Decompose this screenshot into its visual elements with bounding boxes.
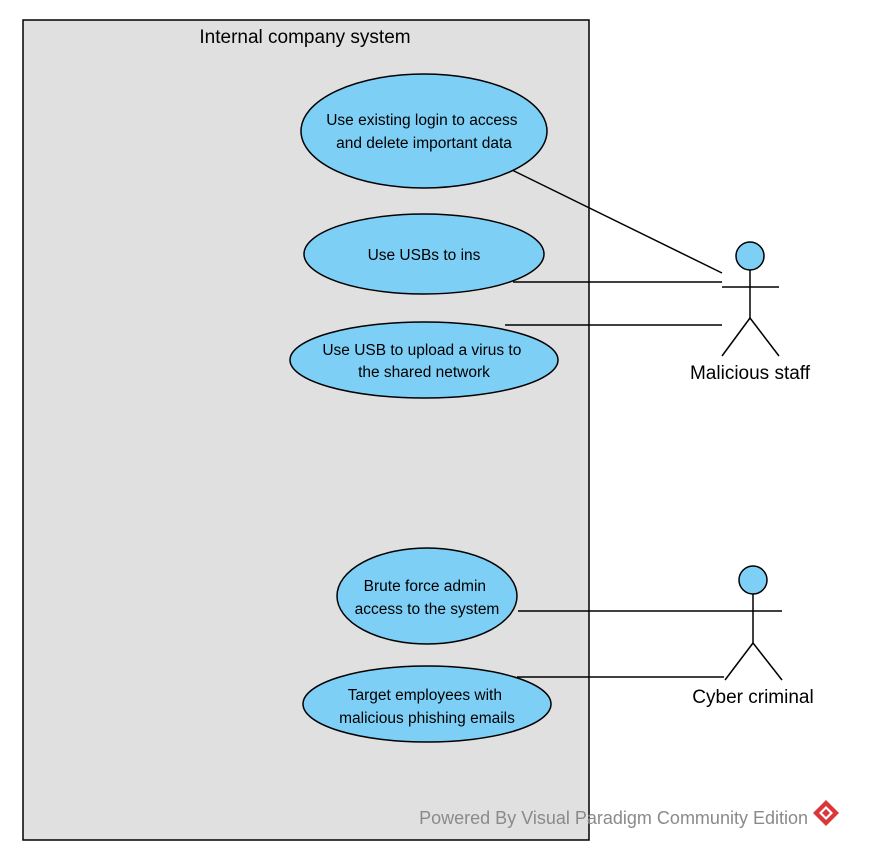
use-case-uc4[interactable]: Brute force admin access to the system bbox=[336, 547, 518, 645]
use-case-label-line: Use USBs to ins bbox=[368, 247, 481, 264]
use-case-label-line: malicious phishing emails bbox=[339, 710, 515, 727]
actor-left-leg bbox=[724, 642, 754, 681]
actor-right-leg bbox=[749, 317, 780, 357]
system-title: Internal company system bbox=[199, 27, 410, 48]
use-case-label-line: Target employees with bbox=[348, 687, 502, 704]
use-case-uc2[interactable]: Use USBs to ins bbox=[303, 213, 545, 295]
use-case-label-line: Use USB to upload a virus to bbox=[322, 342, 521, 359]
actor-cyber-criminal[interactable]: Cyber criminal bbox=[692, 565, 814, 708]
actor-head-icon bbox=[738, 565, 768, 595]
use-case-uc5[interactable]: Target employees with malicious phishing… bbox=[302, 665, 552, 743]
actor-malicious-staff[interactable]: Malicious staff bbox=[690, 241, 811, 384]
use-case-label: Brute force admin access to the system bbox=[355, 578, 500, 618]
use-case-uc3[interactable]: Use USB to upload a virus to the shared … bbox=[289, 321, 559, 399]
actor-label: Cyber criminal bbox=[692, 687, 813, 708]
use-case-ellipse bbox=[300, 73, 548, 189]
actor-left-leg bbox=[721, 317, 751, 357]
watermark: Powered By Visual Paradigm Community Edi… bbox=[419, 800, 839, 828]
use-case-ellipse bbox=[289, 321, 559, 399]
use-case-uc1[interactable]: Use existing login to access and delete … bbox=[300, 73, 548, 189]
associations bbox=[505, 169, 724, 678]
visual-paradigm-logo-icon bbox=[813, 800, 839, 826]
actor-head-icon bbox=[735, 241, 765, 271]
use-case-label-line: Use existing login to access bbox=[326, 112, 518, 129]
use-case-ellipse bbox=[303, 213, 545, 295]
association-uc1-malicious-staff bbox=[511, 169, 723, 274]
watermark-text: Powered By Visual Paradigm Community Edi… bbox=[419, 808, 808, 828]
use-case-ellipse bbox=[336, 547, 518, 645]
use-case-ellipse bbox=[302, 665, 552, 743]
actor-label: Malicious staff bbox=[690, 363, 811, 384]
use-case-label-line: the shared network bbox=[358, 364, 490, 381]
use-case-label: Use USBs to ins bbox=[368, 247, 481, 264]
actor-right-leg bbox=[752, 642, 783, 681]
use-case-label-line: access to the system bbox=[355, 601, 500, 618]
use-case-label: Target employees with malicious phishing… bbox=[339, 687, 515, 727]
use-case-label-line: Brute force admin bbox=[364, 578, 486, 595]
use-case-label: Use USB to upload a virus to the shared … bbox=[322, 342, 525, 381]
use-case-label-line: and delete important data bbox=[336, 135, 512, 152]
use-case-label: Use existing login to access and delete … bbox=[326, 112, 522, 152]
